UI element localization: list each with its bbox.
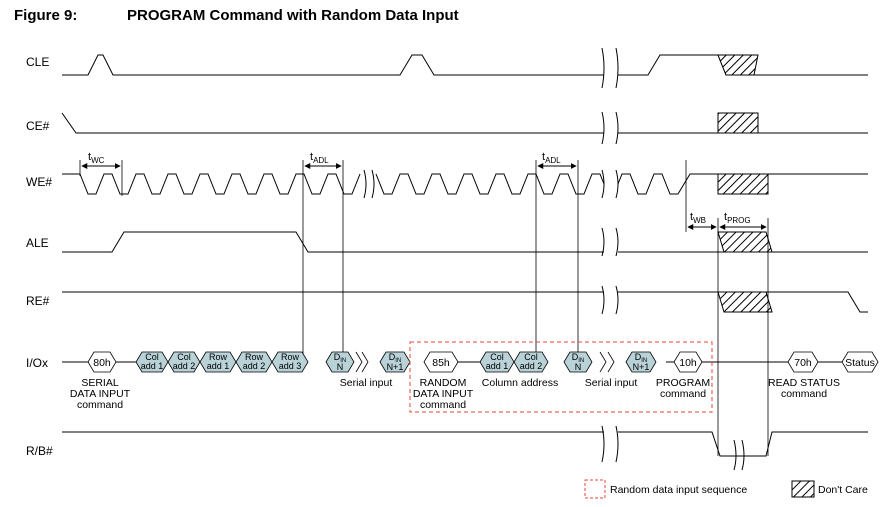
io-row-add2-line1: Row [245,352,264,362]
io-din-n [325,351,355,373]
figure-title: Figure 9: PROGRAM Command with Random Dat… [14,7,459,24]
io-col-add2-b [513,351,549,373]
io-boxes [87,351,879,373]
legend-random-label: Random data input sequence [610,484,747,496]
io-col-add2-b-line2: add 2 [520,361,543,371]
timing-tadl-2: tADL [542,151,561,165]
signal-labels: CLE CE# WE# ALE RE# I/Ox R/B# [26,55,53,458]
signal-label-io: I/Ox [26,356,48,370]
timing-arrows [81,163,767,230]
io-col-add1-line2: add 1 [141,361,164,371]
signal-label-re: RE# [26,294,50,308]
io-col-add2-line2: add 2 [173,361,196,371]
waveform-re [62,291,868,313]
io-din-n1-b-index: N+1 [633,362,650,372]
dont-care-regions [717,54,773,313]
caption-program-command-2: command [660,388,706,400]
caption-read-status-2: command [781,388,827,400]
io-din-n-b-label: DIN [572,352,585,364]
io-din-n-b [563,351,593,373]
timing-twb: tWB [690,211,706,225]
io-status-label: Status [845,357,875,369]
io-cmd-10h-label: 10h [679,357,697,369]
signal-label-ce: CE# [26,119,50,133]
io-cmd-70h [787,351,819,373]
io-col-add1-b-line2: add 1 [486,361,509,371]
io-col-add2-b-line1: Col [524,352,538,362]
caption-column-address: Column address [482,377,558,389]
io-cmd-70h-label: 70h [794,357,812,369]
io-col-add1-line1: Col [145,352,159,362]
io-din-n-b-index: N [575,362,582,372]
io-cmd-80h-label: 80h [93,357,111,369]
io-col-add2-line1: Col [177,352,191,362]
random-data-input-box [409,341,713,413]
io-status [841,351,879,373]
io-row-add3-line1: Row [281,352,300,362]
io-cmd-85h-label: 85h [432,357,450,369]
io-box-labels: 80h Col add 1 Col add 2 Row add 1 Row ad… [93,352,875,372]
timing-labels: tWC tADL tADL tWB tPROG [88,151,751,225]
io-din-n1-index: N+1 [387,362,404,372]
timing-tprog: tPROG [724,211,751,225]
signal-label-we: WE# [26,175,52,189]
caption-random-data-input-3: command [420,399,466,411]
legend-dont-care-swatch [791,480,815,498]
io-din-n-index: N [337,362,344,372]
io-captions: SERIAL DATA INPUT command Serial input R… [70,377,840,411]
caption-serial-data-input-2: DATA INPUT [70,388,131,400]
io-row-add3 [271,351,309,373]
legend-random-swatch [584,479,606,499]
caption-program-command-1: PROGRAM [656,377,710,389]
caption-read-status-1: READ STATUS [768,377,840,389]
reference-lines [79,160,769,456]
io-din-n1-b [625,351,657,373]
legend-dont-care-label: Don't Care [818,484,868,496]
signal-label-rb: R/B# [26,444,53,458]
caption-random-data-input-2: DATA INPUT [413,388,474,400]
io-cmd-10h [673,351,703,373]
caption-random-data-input-1: RANDOM [420,377,467,389]
signal-label-ale: ALE [26,236,49,250]
io-cmd-80h [87,351,117,373]
io-row-add1-line1: Row [209,352,228,362]
io-row-add1-line2: add 1 [207,361,230,371]
caption-serial-data-input-1: SERIAL [81,377,119,389]
io-row-add2-line2: add 2 [243,361,266,371]
io-cmd-85h [423,351,459,373]
figure-caption: PROGRAM Command with Random Data Input [127,7,459,24]
legend: Random data input sequence Don't Care [584,479,868,499]
signal-label-cle: CLE [26,55,49,69]
waveform-rb [62,431,868,457]
io-din-n1-label: DIN [389,352,402,364]
timing-twc: tWC [88,151,105,165]
io-din-n-label: DIN [334,352,347,364]
caption-serial-data-input-3: command [77,399,123,411]
timing-tadl-1: tADL [310,151,329,165]
io-row-add3-line2: add 3 [279,361,302,371]
caption-serial-input-1: Serial input [340,377,393,389]
io-din-n1-b-label: DIN [635,352,648,364]
break-marks [363,47,745,471]
io-col-add1-b-line1: Col [490,352,504,362]
figure-number: Figure 9: [14,7,78,24]
caption-serial-input-2: Serial input [585,377,638,389]
